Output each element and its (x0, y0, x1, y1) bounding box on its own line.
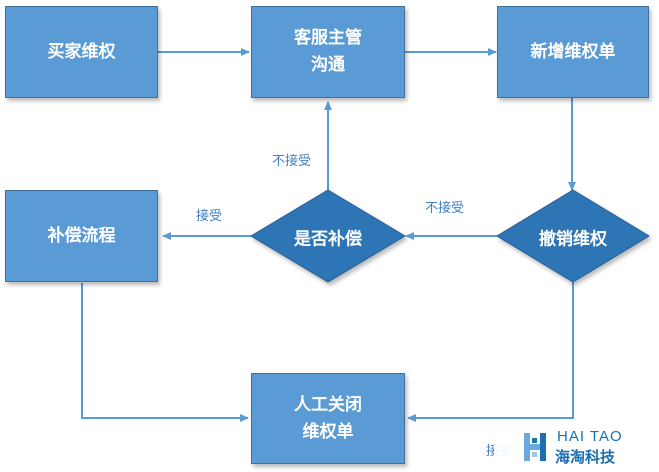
edge-withdraw-to-close (407, 282, 574, 422)
decision-withdraw-shape (496, 189, 650, 283)
node-cs-supervisor-line2: 沟通 (311, 55, 345, 75)
haitao-logo-en: HAI TAO (557, 428, 623, 445)
edge-label-not-accept-up: 不接受 (272, 154, 312, 169)
haitao-logo-cn: 海淘科技 (555, 448, 616, 466)
edge-label-not-accept-right: 不接受 (425, 201, 465, 216)
node-buyer-rights: 买家维权 (5, 6, 158, 98)
node-buyer-rights-label: 买家维权 (47, 41, 116, 62)
edge-label-accept-left: 接受 (196, 209, 223, 224)
node-comp-process: 补偿流程 (5, 190, 158, 282)
haitao-logo: HAI TAO 海淘科技 (494, 425, 654, 469)
node-cs-supervisor-text: 客服主管 沟通 (294, 25, 362, 79)
decision-compensate-label: 是否补偿 (294, 229, 362, 250)
decision-withdraw-label: 撤销维权 (539, 229, 607, 250)
decision-compensate-shape (250, 189, 406, 283)
edge-process-to-close (81, 283, 249, 422)
node-new-case-label: 新增维权单 (530, 41, 616, 62)
node-manual-close-line2: 维权单 (302, 421, 354, 442)
node-manual-close-line1: 人工关闭 (294, 394, 362, 415)
node-new-case: 新增维权单 (497, 6, 649, 98)
node-manual-close-text: 人工关闭 维权单 (294, 392, 362, 446)
haitao-logo-mark-icon (524, 433, 546, 461)
node-cs-supervisor-line1: 客服主管 (294, 28, 362, 48)
node-cs-supervisor: 客服主管 沟通 (251, 6, 405, 98)
node-comp-process-label: 补偿流程 (47, 225, 116, 246)
node-manual-close: 人工关闭 维权单 (251, 373, 405, 464)
